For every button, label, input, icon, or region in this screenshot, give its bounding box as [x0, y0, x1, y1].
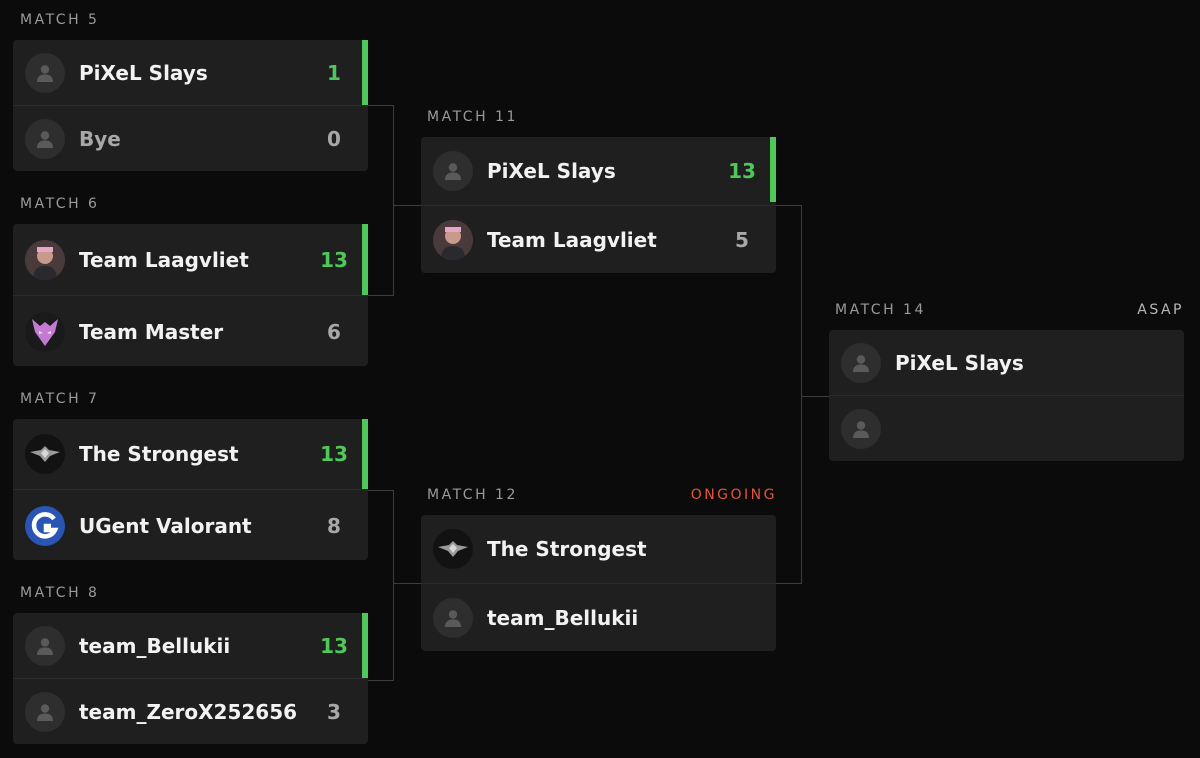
person-icon [25, 625, 65, 666]
match-6-card[interactable]: Team Laagvliet 13 Team Master 6 [13, 224, 368, 366]
person-icon [25, 692, 65, 732]
connector-to-m11 [393, 205, 421, 206]
connector-m7-m8 [368, 490, 394, 681]
match-11-card[interactable]: PiXeL Slays 13 Team Laagvliet 5 [421, 137, 776, 273]
team-score: 6 [327, 319, 341, 344]
connector-m5-m6 [368, 105, 394, 296]
match-6-label: MATCH 6 [20, 196, 100, 212]
match-14-label: MATCH 14 [835, 302, 926, 318]
connector-to-m12 [393, 583, 421, 584]
team-score: 8 [327, 513, 341, 538]
match-8-card[interactable]: team_Bellukii 13 team_ZeroX252656 3 [13, 613, 368, 744]
person-icon [25, 119, 65, 159]
team-name: Team Master [79, 319, 224, 344]
team-name: Team Laagvliet [79, 247, 249, 272]
team-score: 13 [320, 247, 348, 272]
match-8-label: MATCH 8 [20, 585, 100, 601]
person-icon [25, 52, 65, 93]
team-master-logo [25, 311, 65, 352]
match-7-team-1[interactable]: The Strongest 13 [13, 419, 368, 489]
match-7-team-2[interactable]: UGent Valorant 8 [13, 489, 368, 560]
match-12-card[interactable]: The Strongest team_Bellukii [421, 515, 776, 651]
match-6-team-2[interactable]: Team Master 6 [13, 295, 368, 366]
team-score: 0 [327, 127, 341, 151]
connector-to-m14 [801, 396, 829, 397]
connector-m11-m12 [776, 205, 802, 584]
match-14-status: ASAP [1137, 302, 1184, 318]
team-name: PiXeL Slays [895, 350, 1024, 375]
match-6-team-1[interactable]: Team Laagvliet 13 [13, 224, 368, 295]
match-14-team-1[interactable]: PiXeL Slays [829, 330, 1184, 395]
winner-indicator [362, 419, 368, 489]
winner-indicator [362, 224, 368, 295]
person-icon [841, 342, 881, 383]
team-name: PiXeL Slays [487, 159, 616, 183]
team-score: 1 [327, 60, 341, 85]
team-name: The Strongest [487, 537, 647, 561]
winner-indicator [362, 613, 368, 678]
team-score: 13 [728, 159, 756, 183]
team-name: team_ZeroX252656 [79, 700, 298, 724]
match-5-team-1[interactable]: PiXeL Slays 1 [13, 40, 368, 105]
match-5-card[interactable]: PiXeL Slays 1 Bye 0 [13, 40, 368, 171]
team-score: 5 [735, 228, 749, 252]
match-8-team-2[interactable]: team_ZeroX252656 3 [13, 678, 368, 744]
match-12-status: ONGOING [690, 487, 777, 503]
ugent-valorant-logo [25, 505, 65, 546]
team-laagvliet-avatar [25, 239, 65, 280]
match-12-team-2[interactable]: team_Bellukii [421, 583, 776, 651]
winner-indicator [362, 40, 368, 105]
match-5-team-2[interactable]: Bye 0 [13, 105, 368, 171]
team-score: 13 [320, 633, 348, 658]
team-laagvliet-avatar [433, 220, 473, 260]
team-score: 13 [320, 442, 348, 466]
team-name: Bye [79, 127, 121, 151]
match-14-card[interactable]: PiXeL Slays [829, 330, 1184, 461]
team-name: team_Bellukii [487, 606, 639, 630]
team-name: UGent Valorant [79, 513, 252, 538]
match-8-team-1[interactable]: team_Bellukii 13 [13, 613, 368, 678]
match-7-label: MATCH 7 [20, 391, 100, 407]
match-11-label: MATCH 11 [427, 109, 518, 125]
the-strongest-logo [433, 529, 473, 569]
person-icon [433, 598, 473, 638]
match-5-label: MATCH 5 [20, 12, 100, 28]
match-11-team-1[interactable]: PiXeL Slays 13 [421, 137, 776, 205]
match-11-team-2[interactable]: Team Laagvliet 5 [421, 205, 776, 273]
person-icon [841, 409, 881, 449]
team-name: PiXeL Slays [79, 60, 208, 85]
team-name: team_Bellukii [79, 633, 231, 658]
winner-indicator [770, 137, 776, 202]
match-12-team-1[interactable]: The Strongest [421, 515, 776, 583]
the-strongest-logo [25, 434, 65, 474]
match-12-label: MATCH 12 [427, 487, 518, 503]
team-name: The Strongest [79, 442, 239, 466]
team-name: Team Laagvliet [487, 228, 657, 252]
match-7-card[interactable]: The Strongest 13 UGent Valorant 8 [13, 419, 368, 560]
team-score: 3 [327, 700, 341, 724]
person-icon [433, 151, 473, 191]
match-14-team-2[interactable] [829, 395, 1184, 461]
